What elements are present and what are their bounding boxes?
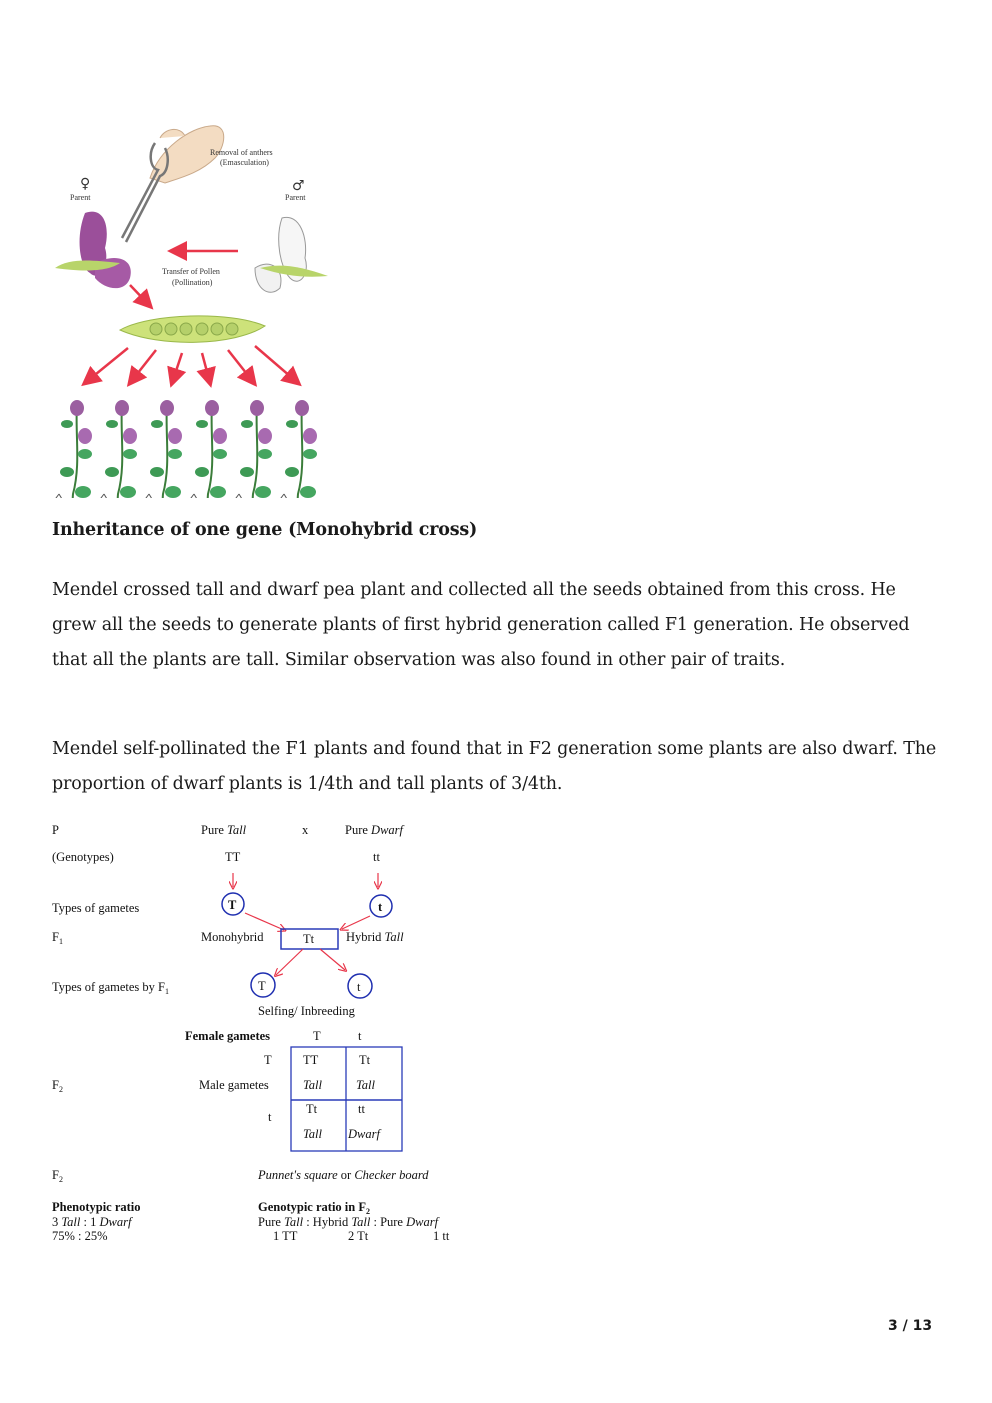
pea-pod (118, 315, 267, 343)
svg-text:T: T (228, 898, 237, 912)
page-number: 3 / 13 (888, 1318, 933, 1334)
genotypic-ratio-title: Genotypic ratio in F2 (258, 1200, 370, 1216)
svg-text:Parent: Parent (285, 193, 306, 202)
f1-monohybrid-label: Monohybrid (201, 930, 264, 944)
male-symbol: ♂ (292, 178, 305, 194)
svg-text:t: t (378, 900, 383, 914)
punnett-caption: Punnet's square or Checker board (257, 1168, 429, 1182)
label-gametes: Types of gametes (52, 901, 139, 915)
selfing-label: Selfing/ Inbreeding (258, 1004, 356, 1018)
svg-text:tt: tt (358, 1102, 365, 1116)
svg-text:Tt: Tt (303, 932, 315, 946)
phenotypic-ratio: 3 Tall : 1 Dwarf (52, 1215, 133, 1229)
svg-text:T: T (258, 979, 266, 993)
svg-text:T: T (264, 1053, 272, 1067)
svg-text:Tall: Tall (303, 1078, 323, 1092)
svg-text:Tt: Tt (306, 1102, 318, 1116)
label-genotypes: (Genotypes) (52, 850, 114, 864)
phenotypic-ratio-title: Phenotypic ratio (52, 1200, 141, 1214)
svg-text:T: T (313, 1029, 321, 1043)
cross-symbol: x (302, 823, 309, 837)
emasculation-label: Removal of anthers (210, 148, 273, 157)
svg-text:(Emasculation): (Emasculation) (220, 158, 269, 167)
f1-gamete-circle-T (250, 972, 276, 998)
svg-text:t: t (358, 1029, 362, 1043)
female-symbol: ♀ (80, 176, 90, 192)
svg-text:TT: TT (303, 1053, 319, 1067)
female-gametes-label: Female gametes (185, 1029, 270, 1043)
f1-hybrid-label: Hybrid Tall (346, 930, 404, 944)
svg-text:t: t (268, 1110, 272, 1124)
pollination-illustration: Removal of anthers (Emasculation) ♀ Pare… (52, 125, 328, 498)
male-gametes-label: Male gametes (199, 1078, 269, 1092)
label-f2: F2 (52, 1078, 63, 1094)
paragraph-f2: Mendel self-pollinated the F1 plants and… (52, 739, 937, 794)
svg-text:Transfer of Pollen: Transfer of Pollen (162, 267, 220, 276)
offspring-plants (52, 399, 325, 498)
phenotypic-percent: 75% : 25% (52, 1229, 108, 1243)
genotype-left: TT (225, 850, 241, 864)
label-gametes-f1: Types of gametes by F1 (52, 980, 169, 996)
svg-text:Tall: Tall (356, 1078, 376, 1092)
svg-text:1 tt: 1 tt (433, 1229, 450, 1243)
gamete-circle-t (369, 894, 393, 918)
f1-genotype-box (280, 928, 339, 950)
paragraph-f1: Mendel crossed tall and dwarf pea plant … (52, 580, 910, 670)
svg-text:Dwarf: Dwarf (347, 1127, 381, 1141)
label-f1: F1 (52, 930, 63, 946)
svg-text:Tt: Tt (359, 1053, 371, 1067)
punnett-square: TT Tall Tt Tall Tt Tall tt Dwarf (290, 1046, 403, 1152)
svg-text:1 TT: 1 TT (273, 1229, 298, 1243)
parent-left: Pure Tall (201, 823, 247, 837)
svg-text:Parent: Parent (70, 193, 91, 202)
section-heading: Inheritance of one gene (Monohybrid cros… (52, 520, 478, 540)
svg-text:(Pollination): (Pollination) (172, 278, 213, 287)
genotype-right: tt (373, 850, 380, 864)
gamete-circle-T (221, 892, 245, 916)
genotypic-ratio: Pure Tall : Hybrid Tall : Pure Dwarf (258, 1215, 440, 1229)
scissors-icon (120, 142, 169, 243)
f1-gamete-circle-t (347, 973, 373, 999)
svg-text:t: t (357, 980, 361, 994)
label-f2-b: F2 (52, 1168, 63, 1184)
hand-icon (149, 125, 225, 184)
label-p: P (52, 823, 59, 837)
svg-text:2 Tt: 2 Tt (348, 1229, 369, 1243)
monohybrid-cross-diagram: P (Genotypes) Types of gametes F1 Types … (52, 823, 450, 1243)
female-flower (79, 211, 107, 276)
parent-right: Pure Dwarf (345, 823, 405, 837)
svg-text:Tall: Tall (303, 1127, 323, 1141)
male-flower (278, 216, 307, 282)
